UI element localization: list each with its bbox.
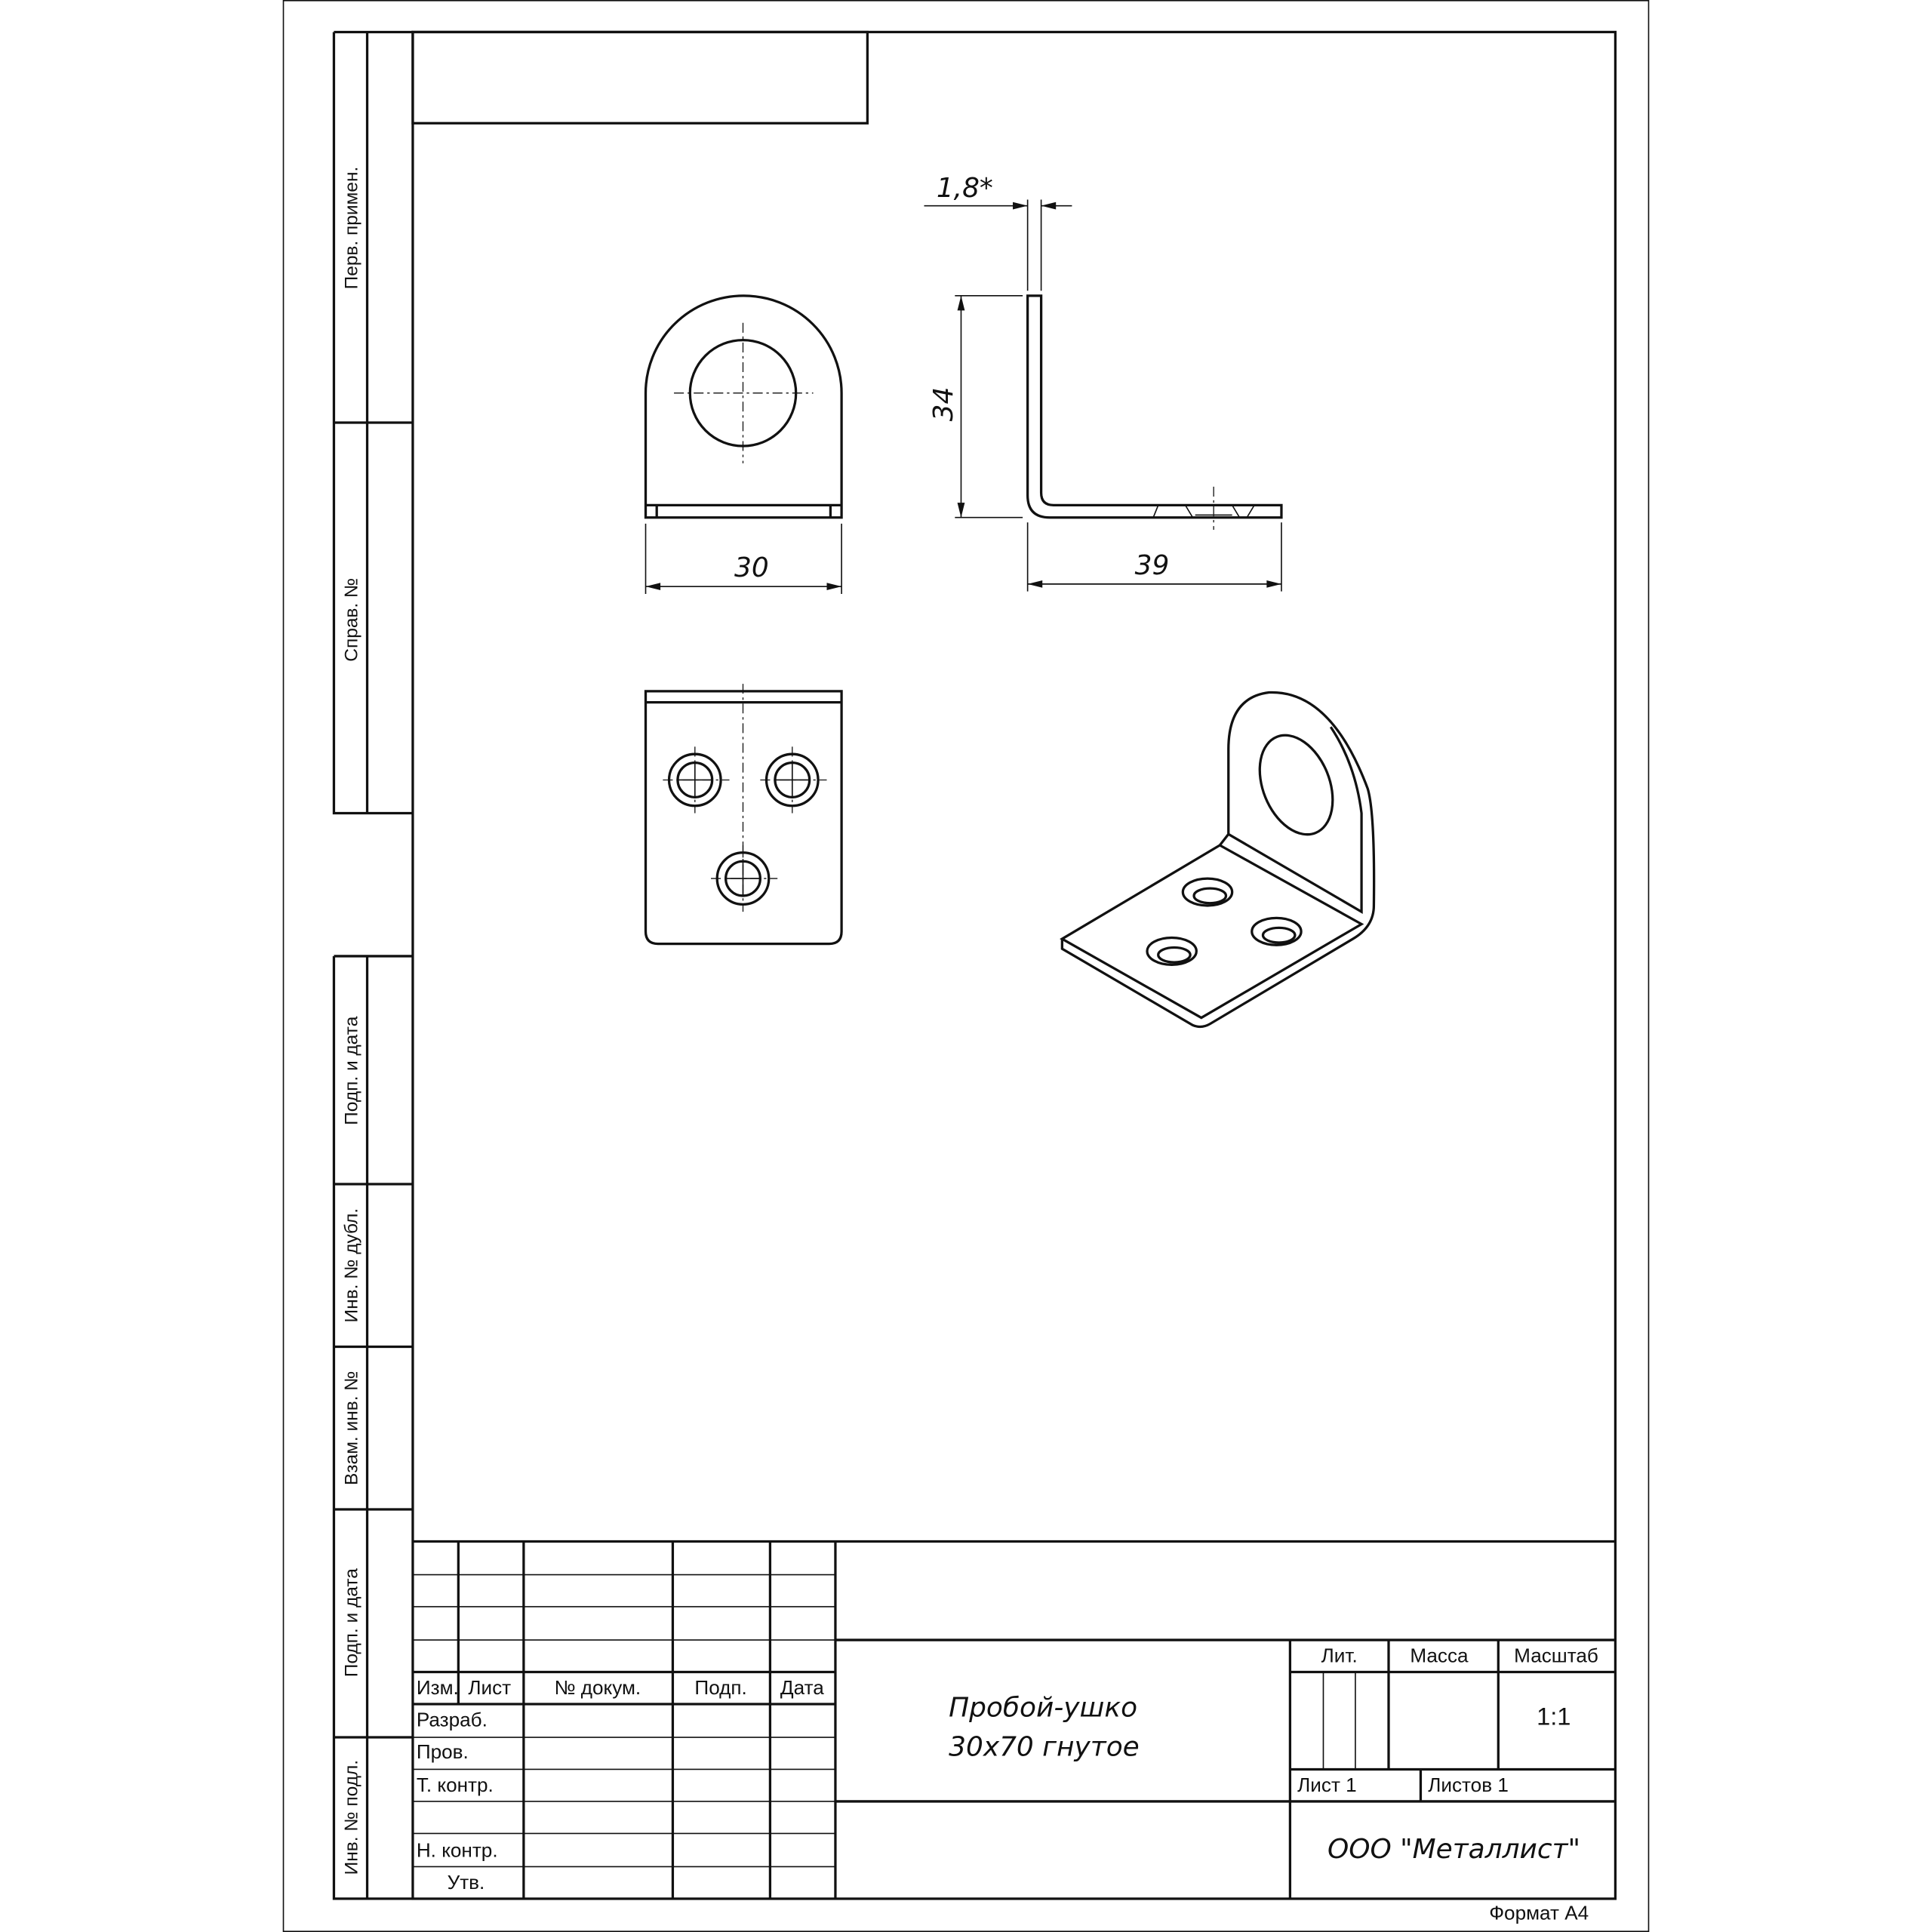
role-label: Т. контр. xyxy=(417,1774,494,1796)
stamp-label: Перв. примен. xyxy=(341,167,361,290)
stamp-label: Инв. № подл. xyxy=(341,1760,361,1875)
dimension-thickness: 1,8* xyxy=(937,173,993,204)
left-stamp-top xyxy=(332,30,413,815)
stamp-label: Подп. и дата xyxy=(341,1016,361,1125)
format-label: Формат А4 xyxy=(1489,1902,1589,1924)
column-header-izm: Изм. xyxy=(417,1676,459,1699)
side-view xyxy=(924,199,1283,592)
sheet-number: Лист 1 xyxy=(1297,1774,1357,1796)
column-header-list: Лист xyxy=(468,1676,511,1699)
stamp-label: Взам. инв. № xyxy=(341,1371,361,1485)
role-label: Разраб. xyxy=(417,1708,488,1730)
column-header-sign: Подп. xyxy=(694,1676,746,1699)
role-label: Утв. xyxy=(448,1871,485,1894)
drawing-title: Пробой-ушко xyxy=(949,1692,1137,1723)
stamp-label: Справ. № xyxy=(341,578,361,662)
sheet-count: Листов 1 xyxy=(1428,1774,1509,1796)
isometric-view xyxy=(1060,691,1376,1029)
scale-value: 1:1 xyxy=(1537,1703,1571,1730)
dimension-length: 39 xyxy=(1135,550,1170,581)
stamp-label: Подп. и дата xyxy=(341,1568,361,1678)
company-name: ООО "Металлист" xyxy=(1327,1834,1580,1865)
page-border xyxy=(282,0,1650,1932)
stamp-label: Инв. № дубл. xyxy=(341,1208,361,1323)
dimension-width: 30 xyxy=(734,552,769,583)
column-header-doc: № докум. xyxy=(554,1676,641,1699)
top-left-box xyxy=(411,30,869,125)
scale-label: Масштаб xyxy=(1514,1644,1598,1666)
role-label: Пров. xyxy=(417,1740,469,1763)
left-stamp-bottom xyxy=(332,955,413,1900)
role-label: Н. контр. xyxy=(417,1838,498,1861)
lit-label: Лит. xyxy=(1321,1644,1358,1666)
title-block-grid xyxy=(412,1540,1616,1899)
main-frame xyxy=(411,30,1617,1900)
column-header-date: Дата xyxy=(780,1676,824,1699)
front-view xyxy=(644,294,843,594)
drawing-title: 30x70 гнутое xyxy=(949,1732,1140,1763)
bottom-view xyxy=(644,684,843,946)
dimension-height: 34 xyxy=(928,387,959,422)
mass-label: Масса xyxy=(1410,1644,1469,1666)
